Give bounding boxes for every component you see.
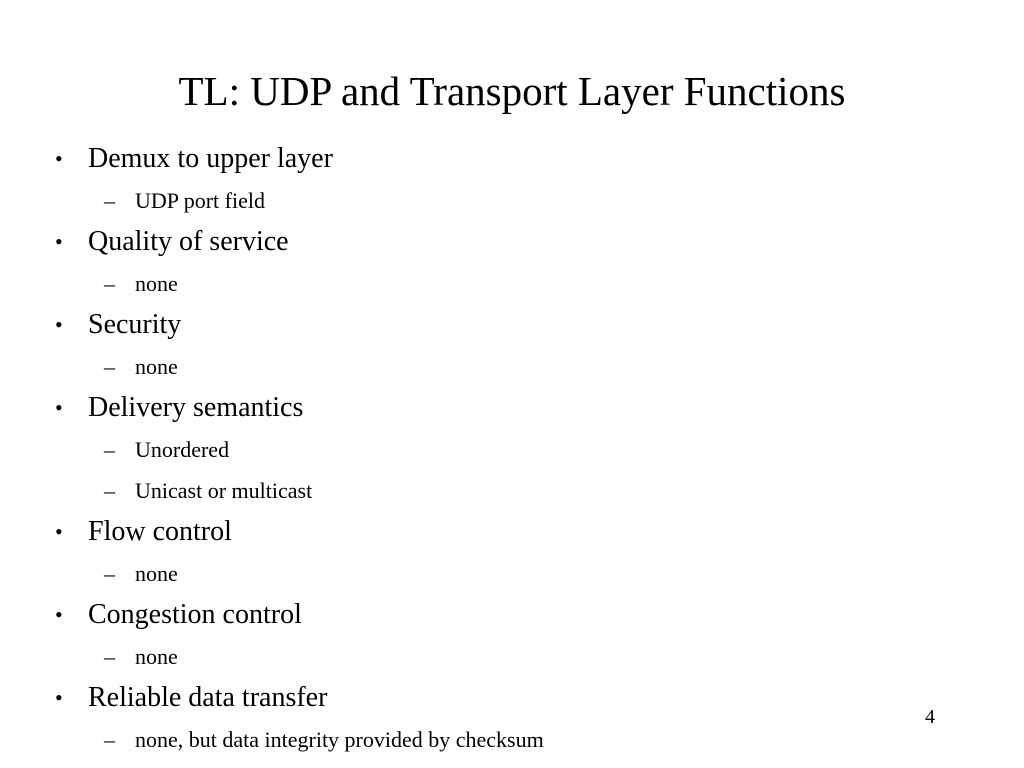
bullet-marker-icon: • xyxy=(55,312,63,337)
sub-bullet-item-unicast-or-multicast: – Unicast or multicast xyxy=(0,470,1024,511)
bullet-label: Demux to upper layer xyxy=(88,143,333,174)
sub-bullet-label: none xyxy=(135,644,178,669)
bullet-marker-icon: • xyxy=(55,685,63,710)
bullet-item-quality-of-service: • Quality of service xyxy=(0,221,1024,263)
sub-bullet-label: Unordered xyxy=(135,437,230,462)
dash-marker-icon: – xyxy=(104,188,115,213)
sub-bullet-label: none xyxy=(135,271,178,296)
bullet-marker-icon: • xyxy=(55,602,63,627)
bullet-item-flow-control: • Flow control xyxy=(0,511,1024,553)
bullet-label: Quality of service xyxy=(88,226,289,257)
dash-marker-icon: – xyxy=(104,727,115,752)
sub-bullet-item-udp-port-field: – UDP port field xyxy=(0,180,1024,221)
sub-bullet-item-security-none: – none xyxy=(0,346,1024,387)
bullet-label: Security xyxy=(88,309,182,340)
bullet-item-delivery-semantics: • Delivery semantics xyxy=(0,387,1024,429)
slide-number: 4 xyxy=(925,706,935,728)
bullet-label: Flow control xyxy=(88,516,232,547)
dash-marker-icon: – xyxy=(104,354,115,379)
dash-marker-icon: – xyxy=(104,561,115,586)
page-title: TL: UDP and Transport Layer Functions xyxy=(178,68,846,115)
sub-bullet-item-unordered: – Unordered xyxy=(0,429,1024,470)
sub-bullet-label: Unicast or multicast xyxy=(135,478,313,503)
sub-bullet-label: none xyxy=(135,561,178,586)
bullet-item-demux-to-upper-layer: • Demux to upper layer xyxy=(0,138,1024,180)
bullet-label: Reliable data transfer xyxy=(88,682,328,713)
sub-bullet-item-checksum-integrity: – none, but data integrity provided by c… xyxy=(0,719,1024,760)
bullet-marker-icon: • xyxy=(55,519,63,544)
dash-marker-icon: – xyxy=(104,644,115,669)
dash-marker-icon: – xyxy=(104,437,115,462)
dash-marker-icon: – xyxy=(104,478,115,503)
sub-bullet-label: none, but data integrity provided by che… xyxy=(135,727,544,752)
bullet-marker-icon: • xyxy=(55,229,63,254)
sub-bullet-label: none xyxy=(135,354,178,379)
sub-bullet-item-flow-control-none: – none xyxy=(0,553,1024,594)
dash-marker-icon: – xyxy=(104,271,115,296)
bullet-label: Congestion control xyxy=(88,599,302,630)
bullet-marker-icon: • xyxy=(55,395,63,420)
bullet-item-reliable-data-transfer: • Reliable data transfer xyxy=(0,677,1024,719)
bullet-item-congestion-control: • Congestion control xyxy=(0,594,1024,636)
bullet-label: Delivery semantics xyxy=(88,392,304,423)
bullet-marker-icon: • xyxy=(55,146,63,171)
sub-bullet-label: UDP port field xyxy=(135,188,265,213)
bullet-item-security: • Security xyxy=(0,304,1024,346)
sub-bullet-item-congestion-control-none: – none xyxy=(0,636,1024,677)
sub-bullet-item-quality-of-service-none: – none xyxy=(0,263,1024,304)
bullet-list: • Demux to upper layer – UDP port field … xyxy=(0,138,1024,760)
